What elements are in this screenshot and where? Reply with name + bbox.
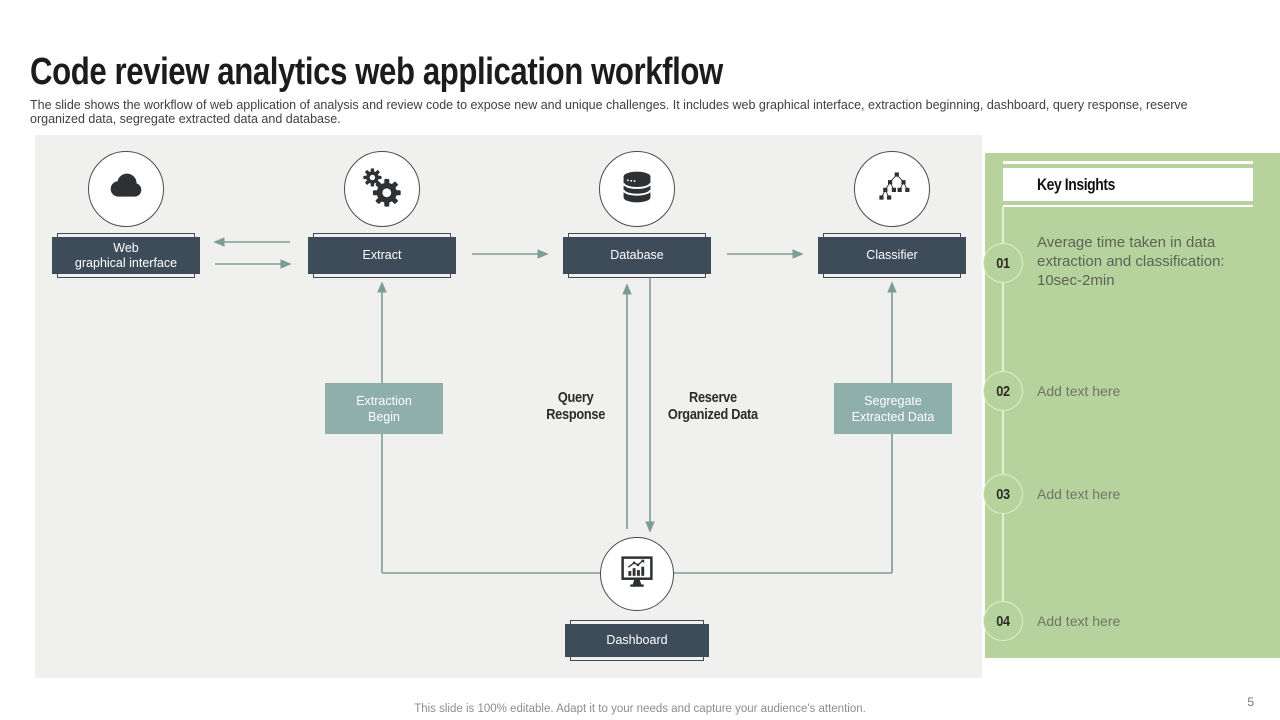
node-database: Database xyxy=(563,233,711,278)
insight-number-badge: 03 xyxy=(983,474,1023,514)
database-icon xyxy=(614,164,660,215)
insights-header: Key Insights xyxy=(1003,168,1253,201)
insight-text-3: Add text here xyxy=(1037,486,1121,502)
reserve-organized-data-label: Reserve Organized Data xyxy=(668,389,758,423)
extraction-begin-box: Extraction Begin xyxy=(325,383,443,434)
node-classifier: Classifier xyxy=(818,233,966,278)
extract-circle xyxy=(344,151,420,227)
footer-note: This slide is 100% editable. Adapt it to… xyxy=(414,703,866,715)
insights-timeline xyxy=(1002,207,1004,621)
query-response-label: Query Response xyxy=(546,389,606,423)
workflow-diagram: Web graphical interface xyxy=(35,135,982,678)
dashboard-monitor-icon xyxy=(614,549,660,600)
insight-text-4: Add text here xyxy=(1037,613,1121,629)
decision-tree-icon xyxy=(869,164,915,215)
insight-number-badge: 01 xyxy=(983,243,1023,283)
page-title: Code review analytics web application wo… xyxy=(30,51,723,94)
insights-header-divider xyxy=(1003,205,1253,207)
classifier-circle xyxy=(854,151,930,227)
insight-number-badge: 04 xyxy=(983,601,1023,641)
insight-number-badge: 02 xyxy=(983,371,1023,411)
node-web-graphical-interface: Web graphical interface xyxy=(52,233,200,278)
node-dashboard: Dashboard xyxy=(565,620,709,661)
page-number: 5 xyxy=(1247,695,1254,709)
dashboard-circle xyxy=(600,537,674,611)
database-circle xyxy=(599,151,675,227)
slide-description: The slide shows the workflow of web appl… xyxy=(30,97,1188,127)
node-extract: Extract xyxy=(308,233,456,278)
insight-text-1: Average time taken in data extraction an… xyxy=(1037,234,1225,289)
insight-text-2: Add text here xyxy=(1037,383,1121,399)
insights-top-divider xyxy=(1003,161,1253,164)
segregate-extracted-data-box: Segregate Extracted Data xyxy=(834,383,952,434)
web-interface-circle xyxy=(88,151,164,227)
gears-icon xyxy=(359,164,405,215)
cloud-icon xyxy=(103,164,149,215)
key-insights-panel: Key Insights 01 Average time taken in da… xyxy=(983,153,1280,658)
